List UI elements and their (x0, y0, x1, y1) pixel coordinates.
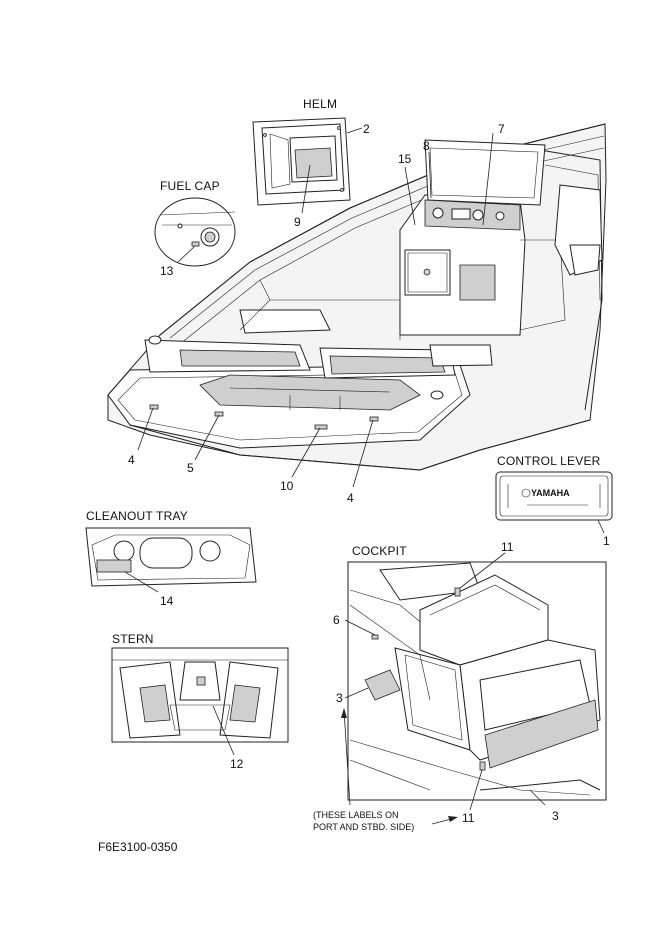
callout-15: 15 (398, 152, 412, 166)
cleanout-tray-title: CLEANOUT TRAY (86, 509, 188, 523)
callout-13: 13 (160, 264, 174, 278)
note-line-1: (THESE LABELS ON (313, 810, 399, 820)
stern-title: STERN (112, 632, 154, 646)
fuel-cap-inset: FUEL CAP 13 (154, 179, 236, 278)
cockpit-title: COCKPIT (352, 544, 407, 558)
callout-5: 5 (187, 461, 194, 475)
callout-3-right: 3 (552, 809, 559, 823)
figure-code: F6E3100-0350 (98, 840, 178, 854)
control-lever-title: CONTROL LEVER (497, 454, 601, 468)
callout-4-left: 4 (128, 453, 135, 467)
cleanout-tray-inset: CLEANOUT TRAY 14 (85, 509, 257, 608)
callout-6: 6 (333, 613, 340, 627)
fuel-cap-title: FUEL CAP (160, 179, 220, 193)
boat-main-view (107, 123, 607, 471)
callout-14: 14 (160, 594, 174, 608)
note-line-2: PORT AND STBD. SIDE) (313, 822, 414, 832)
callout-10: 10 (280, 479, 294, 493)
callout-2: 2 (363, 122, 370, 136)
stern-inset: STERN 12 (111, 632, 289, 771)
helm-title: HELM (303, 97, 337, 111)
helm-inset: HELM 2 9 (252, 97, 370, 229)
callout-4-right: 4 (347, 491, 354, 505)
cockpit-inset: COCKPIT 11 6 3 11 3 (333, 540, 607, 825)
callout-7: 7 (498, 122, 505, 136)
side-note: (THESE LABELS ON PORT AND STBD. SIDE) (313, 810, 414, 832)
callout-8: 8 (423, 139, 430, 153)
callout-11-top: 11 (501, 540, 514, 554)
callout-9: 9 (294, 215, 301, 229)
callout-11-bottom: 11 (462, 811, 475, 825)
main-callouts: 7 8 15 4 5 10 4 (128, 122, 505, 505)
control-lever-inset: CONTROL LEVER YAMAHA 1 (495, 454, 613, 548)
callout-3-left: 3 (336, 691, 343, 705)
callout-1: 1 (603, 534, 610, 548)
control-lever-brand: YAMAHA (531, 488, 570, 498)
callout-12: 12 (230, 757, 244, 771)
